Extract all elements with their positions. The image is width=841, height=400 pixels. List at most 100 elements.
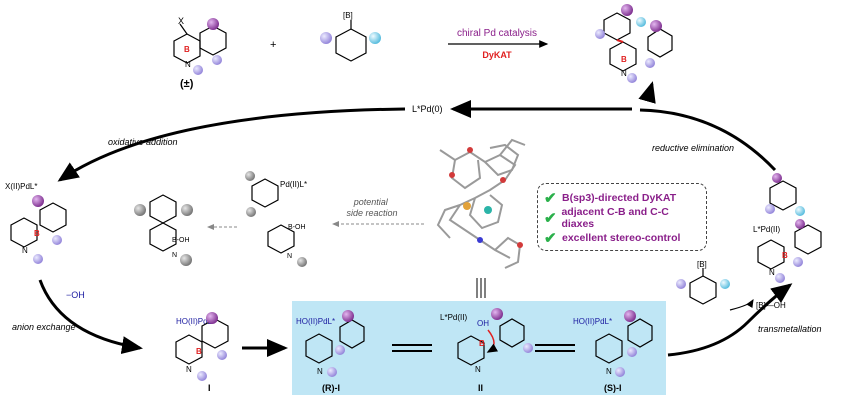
side-pd-b-oh: B-OH [288, 224, 306, 231]
lavender-substituent-ball [52, 235, 62, 245]
purple-substituent-ball [650, 20, 662, 32]
nitrogen-atom-label: N [287, 253, 292, 260]
feature-label: adjacent C-B and C-C diaxes [561, 206, 669, 230]
nitrogen-atom-label: N [172, 252, 177, 259]
lavender-substituent-ball [775, 273, 785, 283]
check-icon: ✔ [544, 230, 557, 247]
lavender-substituent-ball [33, 254, 43, 264]
feature-item: ✔ B(sp3)-directed DyKAT [544, 188, 700, 208]
gray-substituent-ball [246, 207, 256, 217]
oxidative-addition-arc [57, 107, 406, 182]
atom-sphere [449, 172, 455, 178]
intermediate-S-I [595, 318, 653, 364]
boron-atom-label: B [782, 251, 788, 260]
atom-sphere [463, 202, 471, 210]
purple-substituent-ball [772, 173, 782, 183]
lpd-ii-label: L*Pd(II) [753, 225, 780, 234]
side-pd-label: Pd(II)L* [280, 180, 307, 189]
transmetallation-arc [667, 283, 793, 357]
atom-sphere [500, 177, 506, 183]
atom-sphere [484, 206, 492, 214]
cyan-substituent-ball [795, 206, 805, 216]
xpd-label: X(II)PdL* [5, 182, 37, 191]
lavender-substituent-ball [645, 58, 655, 68]
lavender-substituent-ball [523, 343, 533, 353]
nitrogen-atom-label: N [186, 365, 192, 374]
lavender-substituent-ball [627, 73, 637, 83]
cyan-substituent-ball [720, 279, 730, 289]
boron-atom-label: B [196, 347, 202, 356]
lavender-substituent-ball [676, 279, 686, 289]
side-product-b-oh: B-OH [172, 237, 190, 244]
oh-label: OH [477, 319, 489, 328]
gray-substituent-ball [134, 204, 146, 216]
lavender-substituent-ball [327, 367, 337, 377]
label-I: I [208, 383, 211, 393]
transmetallated-pd-complex [757, 180, 822, 270]
pd0-label: L*Pd(0) [412, 104, 443, 114]
gray-substituent-ball [245, 171, 255, 181]
label-II: II [478, 383, 483, 393]
boron-atom-label: B [479, 339, 485, 348]
dykat-label: DyKAT [482, 50, 512, 60]
catalysis-label: chiral Pd catalysis [457, 28, 537, 39]
reductive-elimination-arc [639, 108, 777, 172]
feature-label: excellent stereo-control [562, 232, 681, 244]
boron-reagent-label-2: [B] [697, 260, 707, 269]
purple-substituent-ball [624, 310, 636, 322]
side-reaction-label: potential side reaction [346, 197, 397, 218]
atom-sphere [517, 242, 523, 248]
highlight-box [292, 301, 666, 395]
side-product [149, 194, 177, 252]
label-S: (S)-I [604, 383, 622, 393]
label-R: (R)-I [322, 383, 340, 393]
gray-substituent-ball [180, 254, 192, 266]
boron-reagent-label: [B] [343, 11, 353, 20]
purple-substituent-ball [32, 195, 44, 207]
purple-substituent-ball [206, 312, 218, 324]
feature-label: B(sp3)-directed DyKAT [562, 192, 677, 204]
atom-sphere [467, 147, 473, 153]
lavender-substituent-ball [197, 371, 207, 381]
check-icon: ✔ [544, 190, 557, 207]
x-label: X [178, 16, 184, 26]
lpd-ii-label-II: L*Pd(II) [440, 313, 467, 322]
hopd-label-S: HO(II)PdL* [573, 317, 612, 326]
feature-item: ✔ adjacent C-B and C-C diaxes [544, 206, 700, 230]
plus-sign: + [270, 39, 276, 51]
gray-substituent-ball [297, 257, 307, 267]
lavender-substituent-ball [320, 32, 332, 44]
axis-bond [616, 39, 624, 43]
nitrogen-atom-label: N [22, 246, 28, 255]
hopd-label-R: HO(II)PdL* [296, 317, 335, 326]
nitrogen-atom-label: N [606, 367, 612, 376]
hydroxide-label: −OH [66, 290, 85, 300]
purple-substituent-ball [207, 18, 219, 30]
lavender-substituent-ball [212, 55, 222, 65]
purple-substituent-ball [491, 308, 503, 320]
feature-item: ✔ excellent stereo-control [544, 228, 700, 248]
cyan-substituent-ball [369, 32, 381, 44]
crystal-structure-image [436, 138, 526, 269]
lavender-substituent-ball [595, 29, 605, 39]
nitrogen-atom-label: N [621, 69, 627, 78]
lavender-substituent-ball [335, 345, 345, 355]
reductive-elimination-label: reductive elimination [652, 143, 734, 153]
hopd-label-I: HO(II)PdL* [176, 317, 215, 326]
nitrogen-atom-label: N [185, 60, 191, 69]
features-box: ✔ B(sp3)-directed DyKAT ✔ adjacent C-B a… [537, 183, 707, 251]
red-curved-arrow [486, 329, 499, 353]
intermediate-II [457, 318, 525, 366]
lavender-substituent-ball [627, 347, 637, 357]
purple-substituent-ball [795, 219, 805, 229]
xpd-intermediate [10, 202, 67, 248]
nitrogen-atom-label: N [475, 365, 481, 374]
boron-atom-label: B [621, 55, 627, 64]
lavender-substituent-ball [615, 367, 625, 377]
aryl-boron-reagent-2 [689, 268, 717, 305]
oxidative-addition-label: oxidative addition [108, 137, 178, 147]
boron-atom-label: B [34, 229, 40, 238]
atom-sphere [477, 237, 483, 243]
racemic-label: (±) [180, 78, 194, 90]
